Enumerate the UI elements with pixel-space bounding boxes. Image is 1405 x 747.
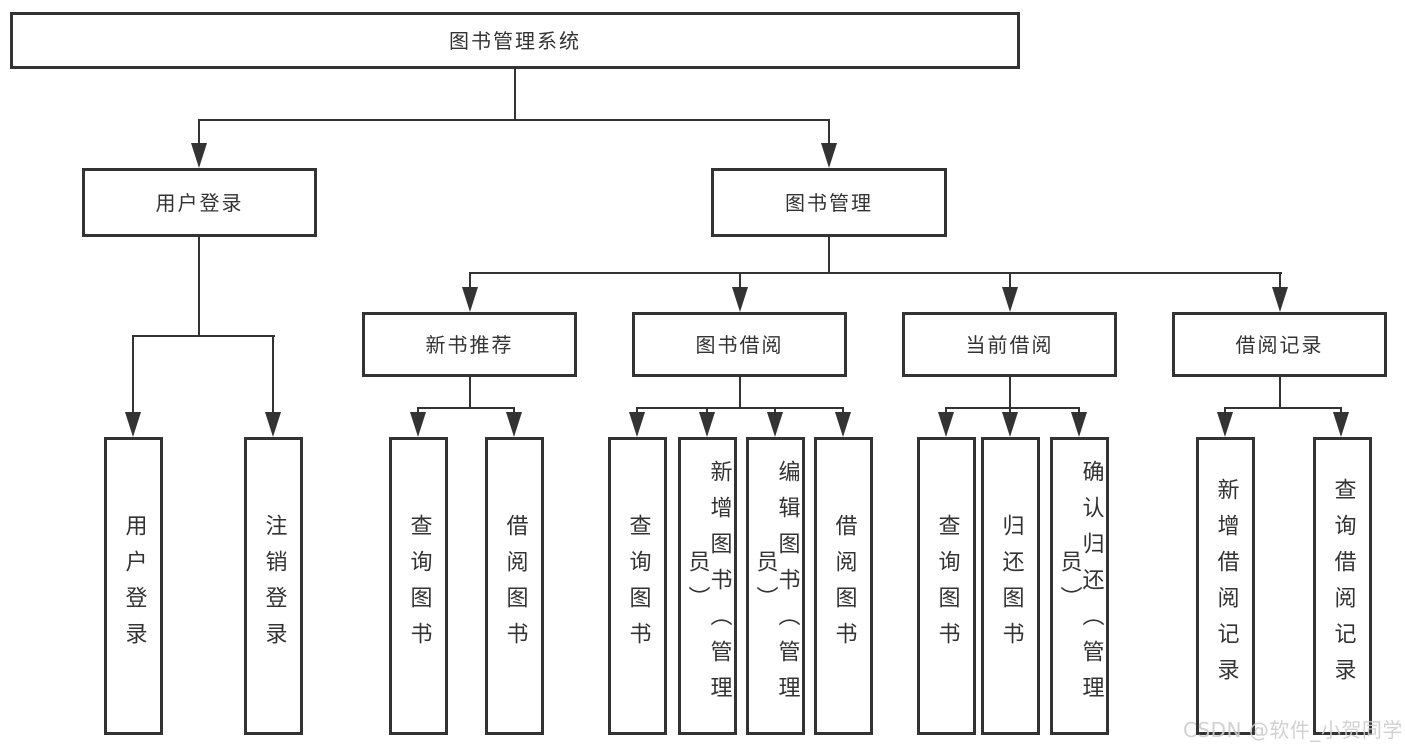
leaf-confirm-return-admin: 确认归还（管理员） — [1050, 437, 1109, 735]
leaf-query-books-current: 查询图书 — [917, 437, 976, 735]
connector-line — [739, 272, 741, 288]
leaf-return-books: 归还图书 — [981, 437, 1040, 735]
connector-line — [469, 377, 471, 409]
node-root: 图书管理系统 — [10, 12, 1020, 69]
connector-line — [842, 407, 844, 413]
leaf-borrow-books: 借阅图书 — [814, 437, 873, 735]
connector-line — [1279, 377, 1281, 409]
connector-line — [198, 119, 830, 121]
leaf-user-login: 用户登录 — [104, 437, 163, 735]
arrow-down-icon — [1071, 412, 1087, 437]
node-book-management: 图书管理 — [711, 168, 947, 237]
arrow-down-icon — [1333, 412, 1349, 437]
connector-line — [198, 237, 200, 337]
connector-line — [469, 272, 471, 288]
connector-line — [1009, 272, 1011, 288]
arrow-down-icon — [821, 143, 837, 168]
connector-line — [774, 407, 776, 413]
arrow-down-icon — [462, 287, 478, 312]
connector-line — [514, 69, 516, 119]
connector-line — [417, 407, 515, 409]
connector-line — [1340, 407, 1342, 413]
connector-line — [1279, 272, 1281, 288]
arrow-down-icon — [265, 412, 281, 437]
node-new-book-recommend: 新书推荐 — [362, 312, 577, 377]
connector-line — [132, 335, 134, 412]
leaf-borrow-books-rec: 借阅图书 — [485, 437, 544, 735]
connector-line — [828, 237, 830, 274]
arrow-down-icon — [699, 412, 715, 437]
connector-line — [417, 407, 419, 413]
arrow-down-icon — [732, 287, 748, 312]
connector-line — [272, 335, 274, 412]
arrow-down-icon — [835, 412, 851, 437]
connector-line — [132, 335, 275, 337]
connector-line — [1224, 407, 1342, 409]
arrow-down-icon — [506, 412, 522, 437]
arrow-down-icon — [938, 412, 954, 437]
node-book-borrow: 图书借阅 — [632, 312, 847, 377]
node-current-borrow: 当前借阅 — [902, 312, 1117, 377]
arrow-down-icon — [767, 412, 783, 437]
arrow-down-icon — [1002, 412, 1018, 437]
connector-line — [636, 407, 638, 413]
connector-line — [636, 407, 844, 409]
arrow-down-icon — [1272, 287, 1288, 312]
arrow-down-icon — [1002, 287, 1018, 312]
arrow-down-icon — [191, 143, 207, 168]
leaf-add-books-admin: 新增图书（管理员） — [678, 437, 737, 735]
leaf-query-borrow-record: 查询借阅记录 — [1313, 437, 1372, 735]
arrow-down-icon — [629, 412, 645, 437]
arrow-down-icon — [125, 412, 141, 437]
leaf-logout: 注销登录 — [244, 437, 303, 735]
connector-line — [198, 119, 200, 144]
arrow-down-icon — [410, 412, 426, 437]
connector-line — [945, 407, 1080, 409]
watermark: CSDN @软件_小贺同学 — [1183, 718, 1403, 742]
connector-line — [1009, 407, 1011, 413]
connector-line — [469, 272, 1282, 274]
connector-line — [1224, 407, 1226, 413]
leaf-add-borrow-record: 新增借阅记录 — [1196, 437, 1255, 735]
leaf-query-books-borrow: 查询图书 — [608, 437, 667, 735]
connector-line — [828, 119, 830, 144]
node-borrow-records: 借阅记录 — [1172, 312, 1387, 377]
connector-line — [1078, 407, 1080, 413]
connector-line — [945, 407, 947, 413]
leaf-edit-books-admin: 编辑图书（管理员） — [746, 437, 805, 735]
leaf-query-books-rec: 查询图书 — [389, 437, 448, 735]
connector-line — [1009, 377, 1011, 409]
connector-line — [513, 407, 515, 413]
connector-line — [739, 377, 741, 409]
connector-line — [706, 407, 708, 413]
node-user-login: 用户登录 — [82, 168, 317, 237]
arrow-down-icon — [1217, 412, 1233, 437]
